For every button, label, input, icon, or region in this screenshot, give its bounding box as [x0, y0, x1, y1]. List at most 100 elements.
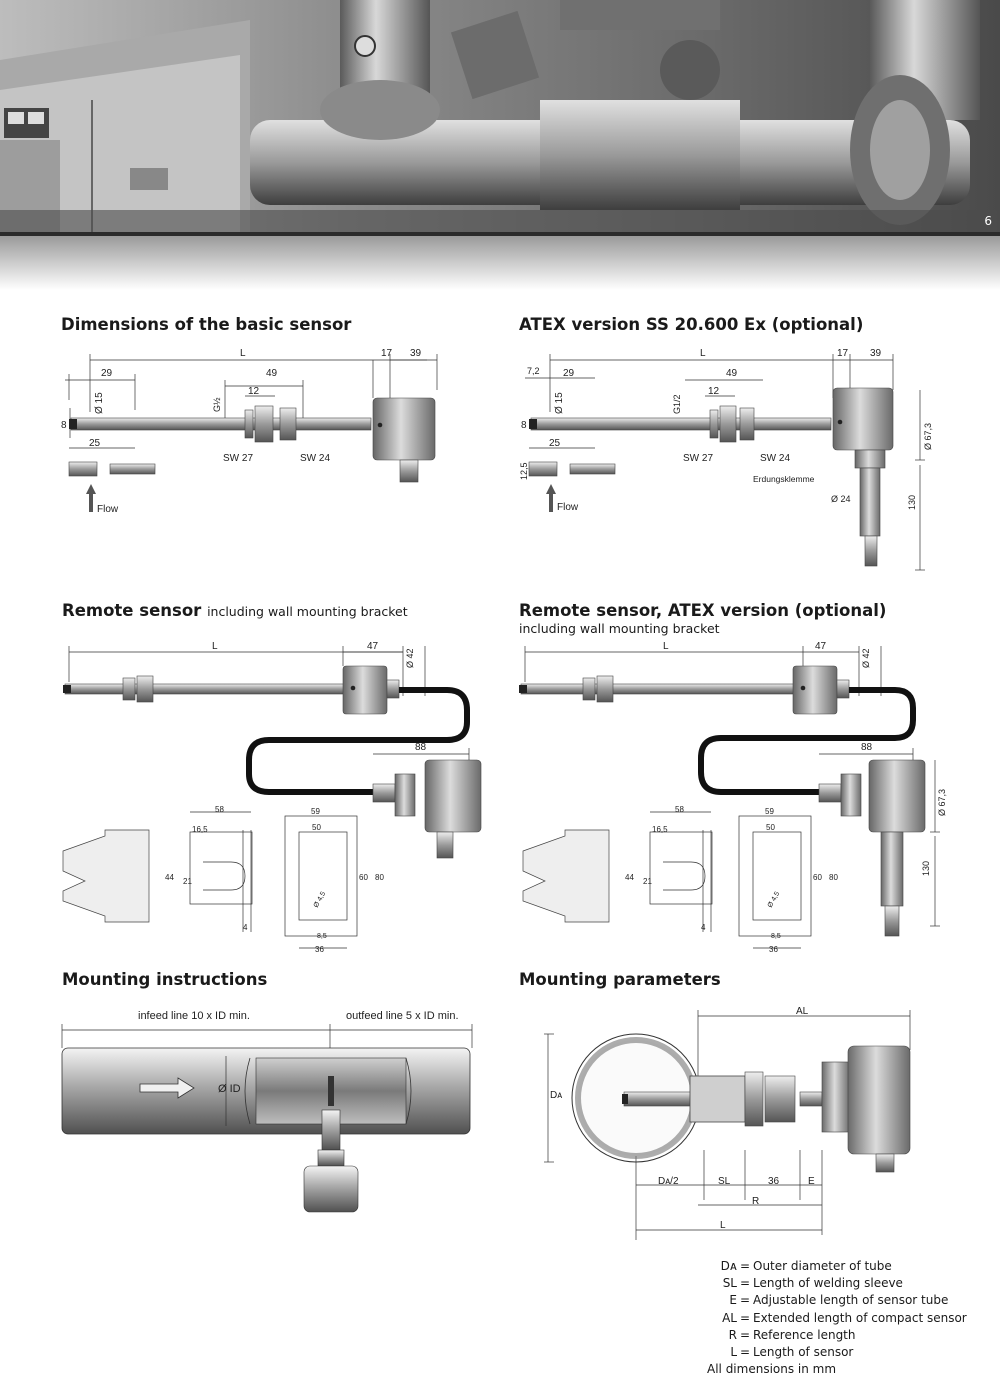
dim-g-thread: G½	[212, 397, 222, 412]
dim-44: 44	[625, 873, 634, 882]
label-flow: Flow	[97, 504, 119, 515]
dim-47: 47	[815, 641, 827, 652]
dim-130: 130	[921, 861, 931, 876]
dim-4: 4	[701, 923, 706, 932]
dim-80: 80	[829, 873, 838, 882]
dim-12: 12	[248, 386, 260, 397]
dim-16-5: 16,5	[652, 825, 668, 834]
remote-sensor-subtitle: including wall mounting bracket	[207, 604, 408, 619]
dim-d42: Ø 42	[405, 648, 415, 668]
legend-equals: =	[739, 1327, 751, 1342]
dim-130: 130	[907, 495, 917, 510]
dim-8: 8	[521, 420, 527, 431]
remote-atex-sensor-drawing: L 47 Ø 42 88 Ø 67,3 130 58 16,5 44 21 4 …	[519, 641, 947, 954]
legend-key: SL	[722, 1276, 737, 1291]
dim-44: 44	[165, 873, 174, 882]
dim-49: 49	[266, 368, 278, 379]
dim-88: 88	[861, 742, 873, 753]
dim-L: L	[700, 348, 706, 359]
legend-text: Adjustable length of sensor tube	[753, 1293, 949, 1308]
dim-29: 29	[563, 368, 575, 379]
dim-59: 59	[765, 807, 774, 816]
dim-12: 12	[708, 386, 720, 397]
dim-88: 88	[415, 742, 427, 753]
dim-21: 21	[183, 877, 192, 886]
dim-7-2: 7,2	[527, 366, 540, 376]
dim-16-5: 16,5	[192, 825, 208, 834]
mounting-instructions-title: Mounting instructions	[62, 970, 268, 989]
mounting-parameters-title: Mounting parameters	[519, 970, 721, 989]
dimension-legend: Dᴀ=Outer diameter of tube SL=Length of w…	[707, 1258, 967, 1378]
dim-21: 21	[643, 877, 652, 886]
legend-equals: =	[739, 1345, 751, 1360]
dim-L: L	[663, 641, 669, 652]
dim-d15: Ø 15	[94, 392, 105, 414]
legend-row: Dᴀ=Outer diameter of tube	[707, 1258, 967, 1275]
dim-L: L	[720, 1220, 726, 1231]
legend-text: Extended length of compact sensor	[753, 1310, 967, 1325]
dim-d4-5: Ø 4,5	[313, 891, 328, 909]
dim-29: 29	[101, 368, 113, 379]
label-sw24: SW 24	[300, 453, 330, 464]
dim-d67-3: Ø 67,3	[923, 423, 933, 450]
legend-equals: =	[739, 1276, 751, 1291]
remote-atex-title: Remote sensor, ATEX version (optional)	[519, 601, 887, 620]
header-photo	[0, 0, 1000, 232]
remote-sensor-title: Remote sensor including wall mounting br…	[62, 601, 408, 620]
dim-L: L	[240, 348, 246, 359]
basic-sensor-drawing: L 17 39 29 49 12 G½ Ø 15 8 25 SW 27 SW 2…	[61, 348, 438, 515]
dim-AL: AL	[796, 1006, 809, 1017]
legend-text: Length of sensor	[753, 1345, 854, 1360]
legend-text: Reference length	[753, 1327, 856, 1342]
dim-d24: Ø 24	[831, 494, 851, 504]
infeed-label: infeed line 10 x ID min.	[138, 1010, 250, 1022]
dim-d42: Ø 42	[861, 648, 871, 668]
dim-58: 58	[675, 805, 684, 814]
remote-atex-subtitle: including wall mounting bracket	[519, 621, 720, 636]
dim-17: 17	[381, 348, 393, 359]
label-earth-terminal: Erdungsklemme	[753, 474, 815, 484]
dim-47: 47	[367, 641, 379, 652]
dim-DA-half: Dᴀ/2	[658, 1176, 679, 1187]
dim-60: 60	[359, 873, 368, 882]
dim-L: L	[212, 641, 218, 652]
legend-row: L=Length of sensor	[707, 1344, 967, 1361]
legend-key: L	[730, 1345, 737, 1360]
label-flow: Flow	[557, 502, 579, 513]
header-rule	[0, 232, 1000, 236]
dim-36: 36	[769, 945, 778, 954]
dim-8: 8	[61, 420, 67, 431]
dim-17: 17	[837, 348, 849, 359]
atex-version-title: ATEX version SS 20.600 Ex (optional)	[519, 315, 864, 334]
dim-39: 39	[870, 348, 882, 359]
dim-36: 36	[315, 945, 324, 954]
remote-sensor-title-text: Remote sensor	[62, 601, 202, 620]
remote-sensor-drawing: L 47 Ø 42 88 58 16,5 44 21 4 59 50 60 80…	[62, 641, 482, 954]
dim-d15: Ø 15	[554, 392, 565, 414]
legend-note: All dimensions in mm	[707, 1362, 837, 1377]
dim-58: 58	[215, 805, 224, 814]
dim-8-5: 8,5	[317, 933, 327, 940]
legend-equals: =	[739, 1259, 751, 1273]
page-number: 6	[984, 214, 992, 228]
dim-d67-3: Ø 67,3	[937, 789, 947, 816]
legend-equals: =	[739, 1310, 751, 1325]
dim-50: 50	[312, 823, 321, 832]
dim-36: 36	[768, 1176, 780, 1187]
legend-text: Length of welding sleeve	[753, 1276, 903, 1291]
id-label: Ø ID	[218, 1083, 241, 1095]
legend-key: Dᴀ	[720, 1259, 737, 1273]
legend-row: R=Reference length	[707, 1327, 967, 1344]
basic-sensor-title: Dimensions of the basic sensor	[61, 315, 352, 334]
dim-80: 80	[375, 873, 384, 882]
dim-SL: SL	[718, 1176, 731, 1187]
header-shadow	[0, 236, 1000, 290]
legend-equals: =	[739, 1293, 751, 1308]
dim-25: 25	[89, 438, 101, 449]
legend-key: E	[729, 1293, 737, 1308]
label-sw27: SW 27	[683, 453, 713, 464]
dim-60: 60	[813, 873, 822, 882]
dim-g-thread: G1/2	[672, 394, 682, 414]
dim-50: 50	[766, 823, 775, 832]
dim-12-5: 12,5	[519, 462, 529, 480]
